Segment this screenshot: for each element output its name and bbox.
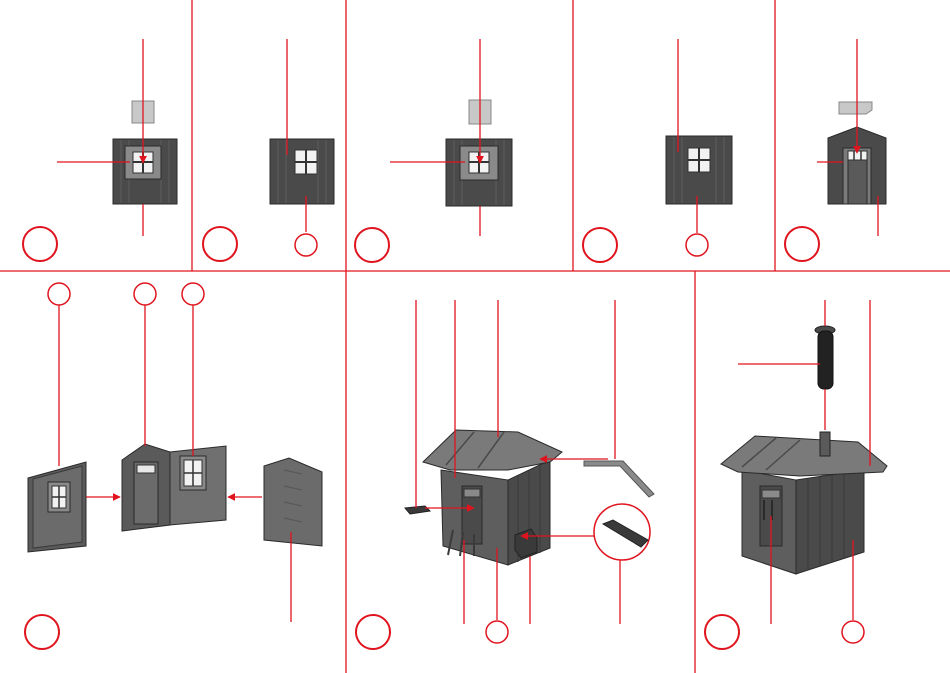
- step-4-panel: [583, 39, 732, 262]
- step-7-panel: [356, 300, 654, 649]
- part-number-circle: [686, 234, 708, 256]
- chimney-pipe: [818, 331, 833, 389]
- part-number-circle: [842, 621, 864, 643]
- hut-side-wall: [796, 470, 864, 574]
- roof-ridge-part: [584, 461, 654, 497]
- step-8-panel: [705, 300, 887, 649]
- box-part: [515, 529, 537, 558]
- step-number-circle: [25, 615, 59, 649]
- step-1-panel: [23, 39, 177, 261]
- step-number-circle: [356, 615, 390, 649]
- step-3-panel: [355, 39, 512, 262]
- step-plate-part: [405, 506, 430, 514]
- step-number-circle: [355, 228, 389, 262]
- hut-roof: [423, 430, 562, 470]
- part-number-circle: [486, 621, 508, 643]
- chimney-stub: [820, 432, 830, 456]
- part-number-circle: [295, 234, 317, 256]
- step-number-circle: [785, 227, 819, 261]
- part-number-circle: [48, 283, 70, 305]
- step-number-circle: [705, 615, 739, 649]
- leader-lines: [57, 39, 143, 236]
- part-number-circle: [182, 283, 204, 305]
- step-number-circle: [203, 227, 237, 261]
- step-6-panel: [25, 283, 322, 649]
- step-2-panel: [203, 39, 334, 261]
- hut-roof: [721, 436, 887, 476]
- step-number-circle: [583, 228, 617, 262]
- step-number-circle: [23, 227, 57, 261]
- step-5-panel: [785, 39, 886, 261]
- right-gable-wall: [264, 458, 322, 546]
- door-leaf: [848, 160, 867, 204]
- part-number-circle: [134, 283, 156, 305]
- door-glazing-piece: [839, 102, 872, 114]
